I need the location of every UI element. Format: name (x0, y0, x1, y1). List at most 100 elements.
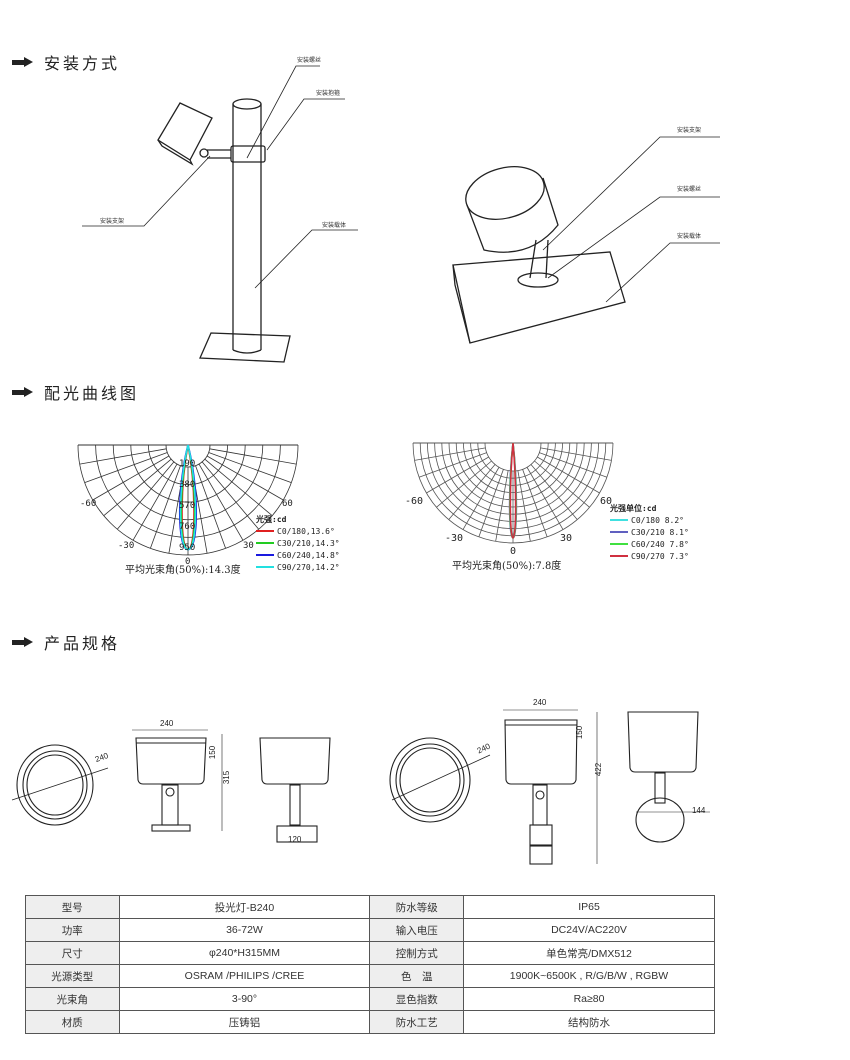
ring-label: 950 (179, 543, 196, 553)
spec-key: 光源类型 (25, 964, 120, 988)
angle-label: 0 (510, 546, 517, 557)
spec-value: 3-90° (118, 987, 371, 1011)
legend-swatch (256, 530, 274, 532)
spec-value: Ra≥80 (463, 987, 715, 1011)
legend-swatch (610, 531, 628, 533)
dim-base: 120 (288, 835, 302, 844)
polar-spoke (116, 461, 175, 530)
spec-value: 压铸铝 (118, 1010, 371, 1034)
angle-label: -60 (80, 499, 97, 509)
ring-label: 190 (179, 459, 196, 469)
polar-spoke (522, 469, 548, 538)
polar-spoke (198, 463, 244, 541)
label-install-clamp: 安装抱箍 (316, 90, 341, 97)
angle-label: -30 (445, 533, 464, 544)
polar-spoke (195, 465, 226, 549)
spec-key: 防水工艺 (369, 1010, 464, 1034)
dim-total-height: 315 (222, 770, 232, 785)
polar-spoke (204, 458, 273, 517)
polar-spoke (478, 469, 504, 538)
polar-spoke (92, 455, 170, 501)
legend-item: C90/270,14.2° (256, 561, 340, 573)
polar-spoke (132, 463, 178, 541)
legend-swatch (610, 519, 628, 521)
legend-label: C0/180 8.2° (631, 515, 684, 525)
spec-key: 材质 (25, 1010, 120, 1034)
spec-key: 防水等级 (369, 895, 464, 919)
legend-swatch (610, 555, 628, 557)
angle-label: 60 (600, 496, 613, 507)
arrow-right-icon (12, 387, 34, 397)
front-ring-view-2 (389, 737, 491, 823)
section-title: 产品规格 (44, 634, 121, 653)
spec-value: 36-72W (118, 918, 371, 942)
angle-label: 60 (282, 499, 293, 509)
dim-width: 240 (533, 698, 547, 707)
polar-spoke (206, 455, 284, 501)
label-install-bracket: 安装支架 (100, 218, 125, 225)
side-view-1 (132, 729, 223, 832)
beam-curve (179, 444, 197, 551)
legend-label: C60/240,14.8° (277, 550, 340, 560)
polar-spoke (209, 448, 297, 465)
section-spec: 产品规格 (12, 630, 120, 654)
spec-value: 单色常亮/DMX512 (463, 941, 715, 965)
legend-item: C30/210,14.3° (256, 537, 340, 549)
beam-curve (509, 442, 517, 539)
dim-head-height: 150 (208, 745, 218, 760)
dim-clamp: 144 (692, 806, 706, 815)
legend-label: C60/240 7.8° (631, 539, 689, 549)
polar-spoke (418, 452, 487, 478)
dim-width: 240 (160, 719, 174, 728)
back-view-1 (259, 737, 331, 843)
spec-value: 结构防水 (463, 1010, 715, 1034)
section-install: 安装方式 (12, 50, 120, 74)
polar-spoke (103, 458, 172, 517)
label-install-carrier: 安装载体 (322, 222, 347, 229)
spec-key: 色 温 (369, 964, 464, 988)
spec-key: 控制方式 (369, 941, 464, 965)
back-view-2 (627, 711, 710, 843)
polar-spoke (517, 470, 531, 542)
legend-item: C60/240,14.8° (256, 549, 340, 561)
legend-unit: 光强:cd (256, 514, 287, 524)
polar-spoke (537, 456, 600, 494)
spec-value: IP65 (463, 895, 715, 919)
dim-head-height: 150 (575, 725, 585, 740)
polar-spoke (426, 456, 489, 494)
polar2-caption: 平均光束角(50%):7.8度 (452, 561, 562, 572)
legend-item: C60/240 7.8° (610, 538, 689, 550)
polar-spoke (208, 452, 292, 483)
section-title: 配光曲线图 (44, 384, 140, 403)
install-drawings (82, 65, 720, 363)
spec-key: 显色指数 (369, 987, 464, 1011)
angle-label: 30 (243, 541, 254, 551)
pole-mount-drawing (157, 98, 291, 363)
polar-spoke (540, 447, 612, 461)
side-view-2 (503, 709, 598, 865)
polar1-caption: 平均光束角(50%):14.3度 (125, 565, 241, 576)
polar-spoke (436, 460, 492, 508)
legend-swatch (256, 554, 274, 556)
label-install-bracket: 安装支架 (677, 127, 702, 134)
spec-value: φ240*H315MM (118, 941, 371, 965)
polar-spoke (448, 464, 496, 520)
arrow-right-icon (12, 57, 34, 67)
spec-key: 光束角 (25, 987, 120, 1011)
spec-value: OSRAM /PHILIPS /CREE (118, 964, 371, 988)
angle-label: -60 (405, 496, 424, 507)
spec-key: 型号 (25, 895, 120, 919)
legend-item: C0/180,13.6° (256, 525, 340, 537)
legend-swatch (256, 542, 274, 544)
polar-spoke (150, 465, 181, 549)
ring-label: 760 (179, 522, 196, 532)
polar-spoke (201, 461, 260, 530)
section-light-curve: 配光曲线图 (12, 380, 139, 404)
dim-total-height: 422 (594, 762, 604, 777)
